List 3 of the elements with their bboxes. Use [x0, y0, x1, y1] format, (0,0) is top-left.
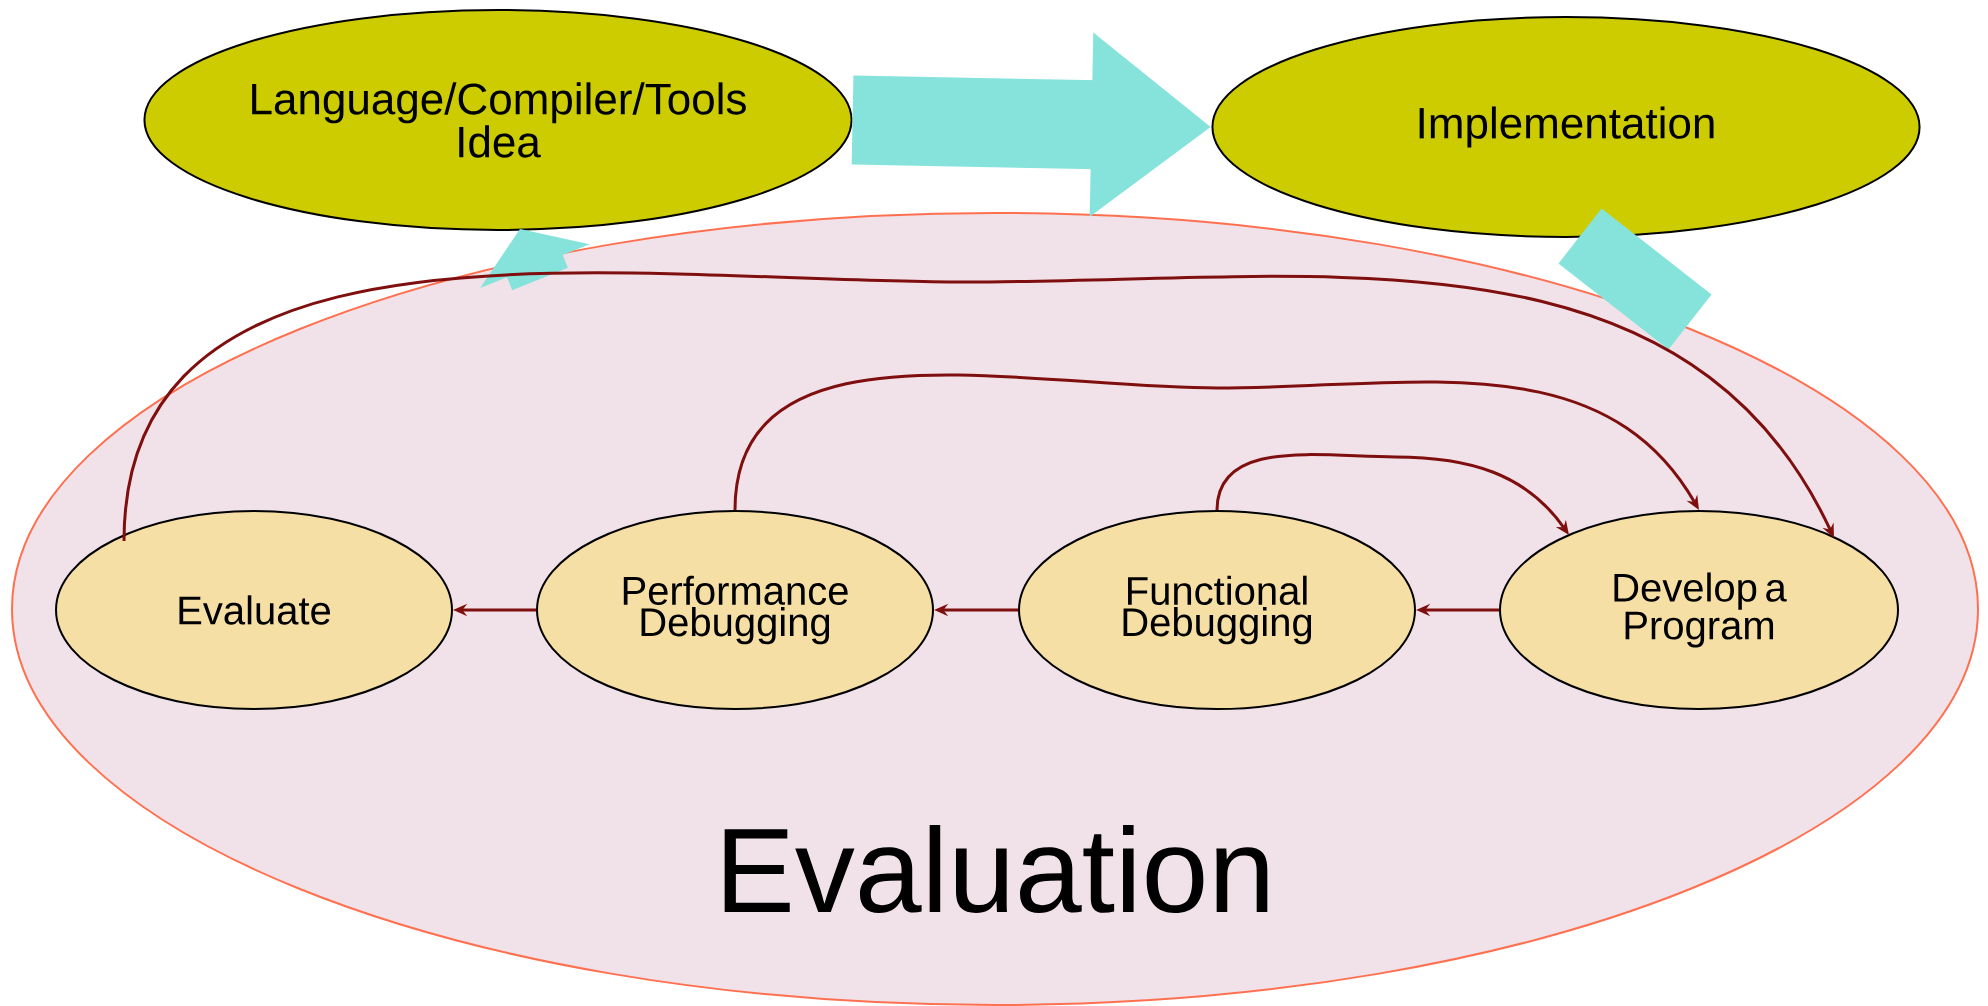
arrow: [122, 271, 1834, 542]
connector-band: [1558, 208, 1712, 350]
arrow: [733, 373, 1699, 511]
